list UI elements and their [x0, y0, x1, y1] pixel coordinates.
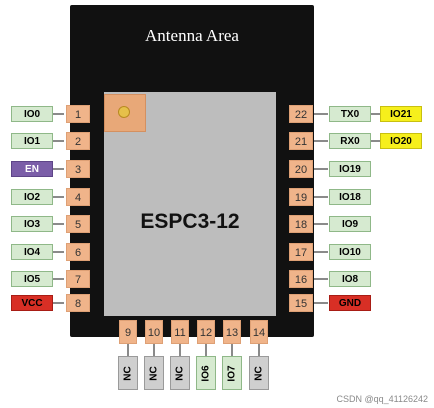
- pin-lead: [52, 196, 64, 198]
- pin-label-io5: IO5: [11, 271, 53, 287]
- pin-lead: [371, 113, 380, 115]
- pin-alt-label-io21: IO21: [380, 106, 422, 122]
- pin-lead: [205, 344, 207, 356]
- pin-number: 13: [223, 320, 241, 344]
- pin-label-io3: IO3: [11, 216, 53, 232]
- pin-lead: [127, 344, 129, 356]
- pin-label-io10: IO10: [329, 244, 371, 260]
- pin-label-text: NC: [174, 365, 186, 381]
- pin-number: 7: [66, 270, 90, 288]
- chip-name: ESPC3-12: [140, 210, 240, 233]
- pin-number: 10: [145, 320, 163, 344]
- pin-label-io8: IO8: [329, 271, 371, 287]
- pin-alt-label-io20: IO20: [380, 133, 422, 149]
- pin-number: 15: [289, 294, 313, 312]
- pin-lead: [314, 140, 328, 142]
- pin-label-text: NC: [122, 365, 134, 381]
- pin-label-nc: NC: [118, 356, 138, 390]
- pin-lead: [52, 278, 64, 280]
- pin-label-text: IO6: [200, 364, 212, 382]
- pin-number: 3: [66, 160, 90, 178]
- pin-number: 17: [289, 243, 313, 261]
- pin-label-en: EN: [11, 161, 53, 177]
- pin-label-gnd: GND: [329, 295, 371, 311]
- pin-lead: [52, 168, 64, 170]
- pin-lead: [258, 344, 260, 356]
- pin-number: 9: [119, 320, 137, 344]
- pin-label-nc: NC: [249, 356, 269, 390]
- watermark: CSDN @qq_41126242: [336, 394, 428, 404]
- pin-lead: [314, 223, 328, 225]
- pin-lead: [52, 251, 64, 253]
- pin-number: 20: [289, 160, 313, 178]
- pin-number: 5: [66, 215, 90, 233]
- pin-label-text: NC: [148, 365, 160, 381]
- pin-label-vcc: VCC: [11, 295, 53, 311]
- pin-number: 1: [66, 105, 90, 123]
- pin-label-io6: IO6: [196, 356, 216, 390]
- pin-label-io4: IO4: [11, 244, 53, 260]
- pin-label-io9: IO9: [329, 216, 371, 232]
- pin-label-nc: NC: [144, 356, 164, 390]
- pin-lead: [52, 302, 64, 304]
- pin-lead: [314, 168, 328, 170]
- pin-number: 12: [197, 320, 215, 344]
- antenna-area-label: Antenna Area: [145, 26, 239, 45]
- pin-lead: [179, 344, 181, 356]
- pin-label-io7: IO7: [222, 356, 242, 390]
- pin-number: 21: [289, 132, 313, 150]
- pin-lead: [52, 223, 64, 225]
- pin-label-io1: IO1: [11, 133, 53, 149]
- pin-number: 14: [250, 320, 268, 344]
- pin-label-text: IO7: [226, 364, 238, 382]
- pin-lead: [52, 140, 64, 142]
- pin-lead: [231, 344, 233, 356]
- pin-lead: [371, 140, 380, 142]
- pin-label-io2: IO2: [11, 189, 53, 205]
- pin-label-tx0: TX0: [329, 106, 371, 122]
- pin-number: 16: [289, 270, 313, 288]
- pin-lead: [314, 278, 328, 280]
- pin-number: 6: [66, 243, 90, 261]
- antenna-feed-icon: [118, 106, 130, 118]
- pin-number: 18: [289, 215, 313, 233]
- pin-label-io0: IO0: [11, 106, 53, 122]
- antenna-pad: [104, 94, 146, 132]
- pin-number: 4: [66, 188, 90, 206]
- pin-lead: [52, 113, 64, 115]
- pin-number: 8: [66, 294, 90, 312]
- pin-number: 22: [289, 105, 313, 123]
- pin-label-rx0: RX0: [329, 133, 371, 149]
- pin-lead: [153, 344, 155, 356]
- pin-lead: [314, 251, 328, 253]
- pin-number: 2: [66, 132, 90, 150]
- pin-lead: [314, 113, 328, 115]
- pin-label-text: NC: [253, 365, 265, 381]
- pin-number: 19: [289, 188, 313, 206]
- pin-label-nc: NC: [170, 356, 190, 390]
- pin-number: 11: [171, 320, 189, 344]
- pin-lead: [314, 196, 328, 198]
- pin-lead: [314, 302, 328, 304]
- pin-label-io18: IO18: [329, 189, 371, 205]
- pin-label-io19: IO19: [329, 161, 371, 177]
